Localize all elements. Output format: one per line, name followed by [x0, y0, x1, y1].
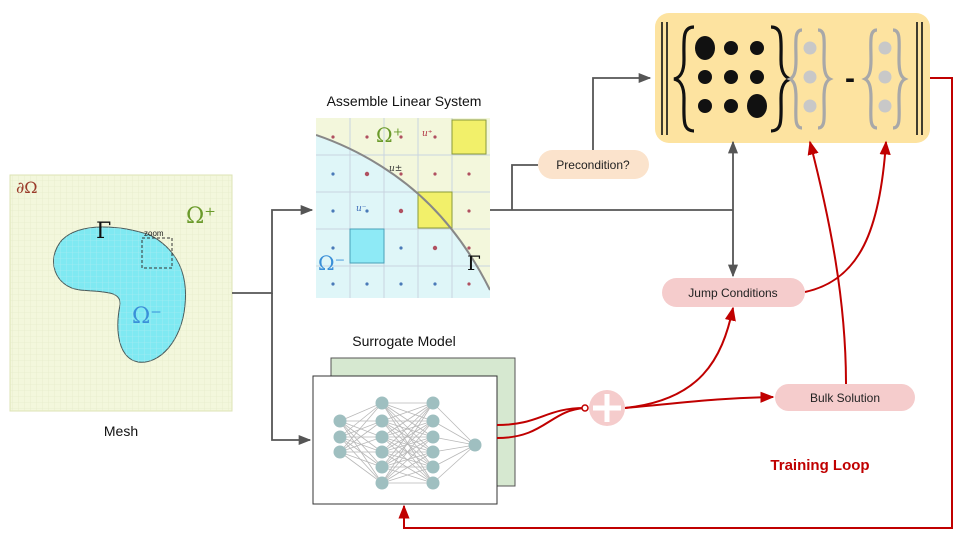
network-node [375, 396, 389, 410]
matrix-entries [695, 36, 767, 118]
ls-u-minus-label: u⁻ [356, 204, 367, 214]
network-edge [381, 436, 434, 484]
ls-omega-plus-label: Ω⁺ [376, 123, 403, 147]
network-edge [432, 444, 476, 468]
ls-gamma-label: Γ [467, 251, 481, 275]
linear-system-grid [316, 118, 490, 298]
network-edge [339, 420, 383, 468]
network-edge [381, 402, 434, 422]
vector-brace-left [786, 28, 834, 130]
residual-panel: - [655, 13, 930, 143]
network-edge [381, 451, 434, 484]
linear-system-title: Assemble Linear System [327, 93, 482, 109]
jump-conditions-node: Jump Conditions [662, 278, 805, 307]
bulk-solution-label: Bulk Solution [810, 391, 880, 405]
network-edge [339, 420, 383, 438]
network-node [426, 460, 440, 474]
zoom-label: zoom [144, 229, 164, 238]
omega-plus-label: Ω⁺ [186, 204, 216, 229]
network-edge [381, 420, 434, 438]
jump-conditions-label: Jump Conditions [688, 286, 777, 300]
mesh-panel: zoom ∂Ω Γ Ω⁺ Ω⁻ [9, 174, 233, 412]
ls-omega-minus-label: Ω⁻ [318, 251, 345, 275]
ls-u-plus-label: u⁺ [422, 129, 433, 139]
zoom-box [141, 237, 173, 269]
network-edge [339, 451, 383, 468]
network-edge [432, 420, 476, 446]
interface-curve [316, 134, 490, 291]
network-edge [381, 402, 434, 438]
network-node [375, 476, 389, 490]
bulk-solution-node: Bulk Solution [775, 384, 915, 411]
network-edge [381, 420, 434, 468]
training-loop-label: Training Loop [770, 457, 869, 474]
residual-minus-sign: - [845, 62, 855, 95]
network-edge [432, 402, 476, 446]
gamma-label: Γ [96, 219, 111, 244]
linear-system-panel: Ω⁺ u⁺ u± u⁻ Ω⁻ Γ [316, 118, 490, 298]
stencil-cell-minus [349, 228, 385, 264]
network-node [375, 460, 389, 474]
network-node [333, 430, 347, 444]
network-node [426, 430, 440, 444]
network-edge [339, 451, 383, 484]
network-edge [381, 466, 434, 484]
network-edge [432, 436, 476, 446]
network-edge [339, 402, 383, 453]
precondition-label: Precondition? [556, 158, 630, 172]
network-edge [339, 420, 383, 453]
network-edge [381, 402, 434, 484]
network-edge [432, 444, 476, 453]
omega-minus-region [53, 226, 187, 363]
ls-u-pm-label: u± [389, 164, 402, 174]
network-edge [339, 402, 383, 438]
network-node [375, 445, 389, 459]
omega-minus-label: Ω⁻ [132, 304, 162, 329]
network-node [333, 445, 347, 459]
mesh-caption: Mesh [104, 423, 138, 439]
sum-junction [581, 390, 625, 426]
network-edge [381, 420, 434, 453]
grid-nodes [331, 135, 471, 286]
training-connectors [398, 77, 953, 529]
network-edge [381, 402, 434, 468]
neural-network [333, 396, 482, 490]
network-edge [381, 402, 434, 453]
stencil-cell-plus [451, 119, 487, 155]
network-edge [381, 420, 434, 484]
gray-connectors [232, 72, 739, 446]
surrogate-title: Surrogate Model [352, 333, 456, 349]
network-node [426, 445, 440, 459]
network-edge [432, 444, 476, 484]
network-node [375, 430, 389, 444]
network-node [426, 396, 440, 410]
network-node [468, 438, 482, 452]
network-edge [339, 436, 383, 484]
boundary-label: ∂Ω [16, 178, 38, 197]
matrix-brace-group [673, 25, 792, 133]
precondition-node: Precondition? [538, 150, 649, 179]
network-node [426, 476, 440, 490]
network-node [375, 414, 389, 428]
network-edge [339, 436, 383, 453]
vector-brace-right [861, 28, 909, 130]
network-node [333, 414, 347, 428]
network-edge [339, 402, 383, 422]
network-node [426, 414, 440, 428]
